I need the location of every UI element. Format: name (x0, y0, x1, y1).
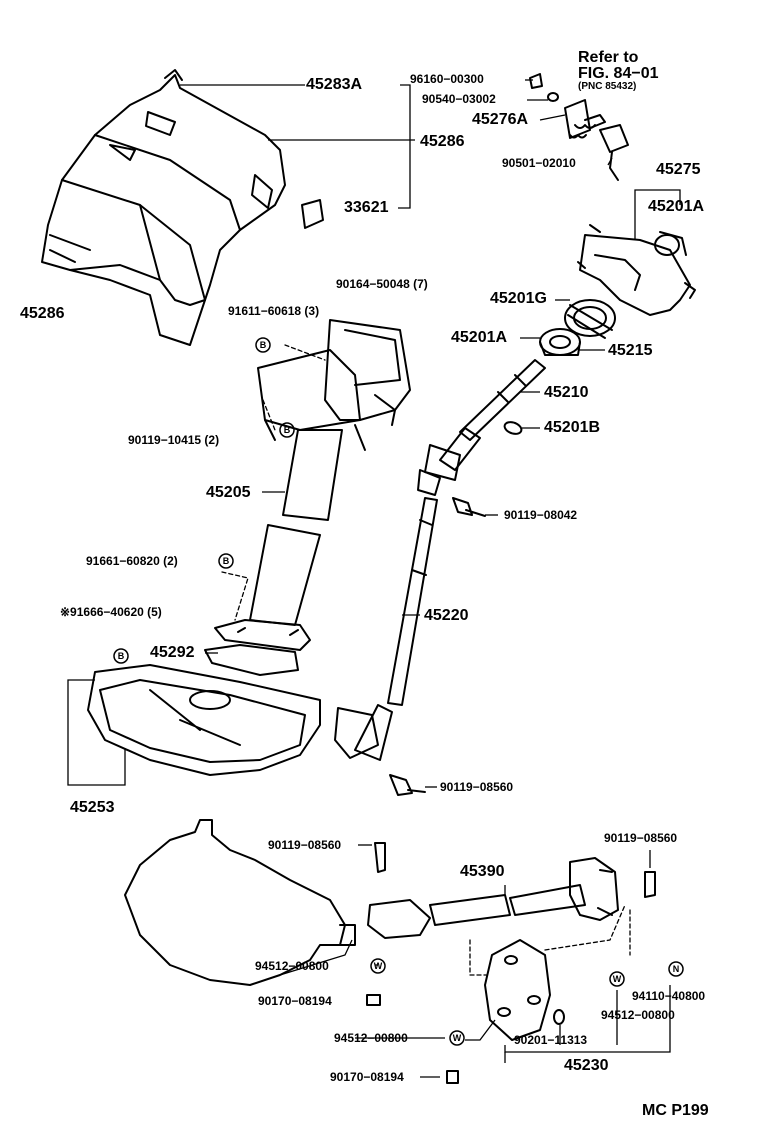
part-90164-50048: 90164−50048 (7) (336, 277, 428, 291)
tag-w-1: W (374, 961, 383, 971)
part-45283A: 45283A (306, 76, 363, 93)
reference-line3: (PNC 85432) (578, 81, 637, 92)
part-96160-00300: 96160−00300 (410, 72, 484, 86)
tag-b-3: B (223, 556, 230, 566)
part-45201A-mid: 45201A (451, 329, 508, 346)
part-90170-08194-a: 90170−08194 (258, 994, 332, 1008)
part-45390: 45390 (460, 863, 505, 880)
hole-cover-45253 (87, 664, 321, 776)
nut-90170-a (366, 994, 381, 1006)
bolt-90119-08560-lower (389, 774, 426, 796)
washer-90201 (553, 1009, 565, 1025)
tag-b-1: B (260, 340, 267, 350)
tag-b-2: B (284, 425, 291, 435)
part-90501-02010: 90501−02010 (502, 156, 576, 170)
part-45286-top: 45286 (420, 133, 465, 150)
bearing-45215 (539, 328, 581, 356)
column-tube-45205 (257, 319, 411, 521)
lower-tube-45292 (204, 524, 321, 676)
part-90170-08194-b: 90170−08194 (330, 1070, 404, 1084)
bolt-90119-08042 (452, 497, 486, 517)
main-shaft-45210 (417, 359, 546, 496)
part-94512-00800-c: 94512−00800 (334, 1031, 408, 1045)
part-91661-60820: 91661−60820 (2) (86, 554, 178, 568)
part-94512-00800-b: 94512−00800 (601, 1008, 675, 1022)
part-90119-08042: 90119−08042 (504, 508, 578, 522)
part-45292: 45292 (150, 644, 195, 661)
tag-b-4: B (118, 651, 125, 661)
nut-90170-b (446, 1070, 459, 1084)
part-91666-40620: ※91666−40620 (5) (60, 605, 162, 619)
bushing-45201B (503, 421, 523, 435)
lower-shaft-45390 (367, 857, 619, 939)
part-45205: 45205 (206, 484, 251, 501)
tag-w-3: W (453, 1033, 462, 1043)
dashed-lead-b3 (221, 571, 249, 621)
tilt-bracket-45275 (577, 224, 696, 316)
part-90119-08560-c: 90119−08560 (604, 831, 678, 845)
clip-33621 (301, 199, 324, 229)
part-45276A: 45276A (472, 111, 529, 128)
part-45201A-top: 45201A (648, 198, 705, 215)
steering-gear-housing (124, 819, 356, 986)
dashed-lead-coupling (469, 904, 631, 976)
coupling-45230 (484, 939, 551, 1041)
part-33621: 33621 (344, 199, 389, 216)
bolt-90119-08560-left (374, 842, 386, 873)
part-45253: 45253 (70, 799, 115, 816)
part-45286-left: 45286 (20, 305, 65, 322)
part-90119-10415: 90119−10415 (2) (128, 433, 220, 447)
part-45230: 45230 (564, 1057, 609, 1074)
part-45220: 45220 (424, 607, 469, 624)
part-91611-60618: 91611−60618 (3) (228, 304, 320, 318)
part-90119-08560-b: 90119−08560 (268, 838, 342, 852)
part-90119-08560-a: 90119−08560 (440, 780, 514, 794)
bolt-90119-08560-right (644, 871, 656, 898)
tag-n-1: N (673, 964, 680, 974)
part-45201G: 45201G (490, 290, 547, 307)
bushing-45201G (564, 299, 616, 339)
reference-line1: Refer to (578, 49, 639, 66)
part-45210: 45210 (544, 384, 589, 401)
reference-line2: FIG. 84−01 (578, 65, 659, 82)
part-45215: 45215 (608, 342, 653, 359)
part-90201-11313: 90201−11313 (514, 1033, 588, 1047)
part-90540-03002: 90540−03002 (422, 92, 496, 106)
dashed-lead-b1 (284, 344, 326, 361)
part-45201B: 45201B (544, 419, 601, 436)
part-94512-00800-a: 94512−00800 (255, 959, 329, 973)
figure-code: MC P199 (642, 1102, 709, 1119)
tag-w-2: W (613, 974, 622, 984)
dashed-lead-b2 (262, 399, 276, 431)
column-cover-45286 (41, 69, 286, 346)
part-45275: 45275 (656, 161, 701, 178)
switch-assembly (529, 73, 629, 181)
intermediate-shaft-45220 (334, 497, 438, 761)
part-94110-40800: 94110−40800 (632, 989, 706, 1003)
